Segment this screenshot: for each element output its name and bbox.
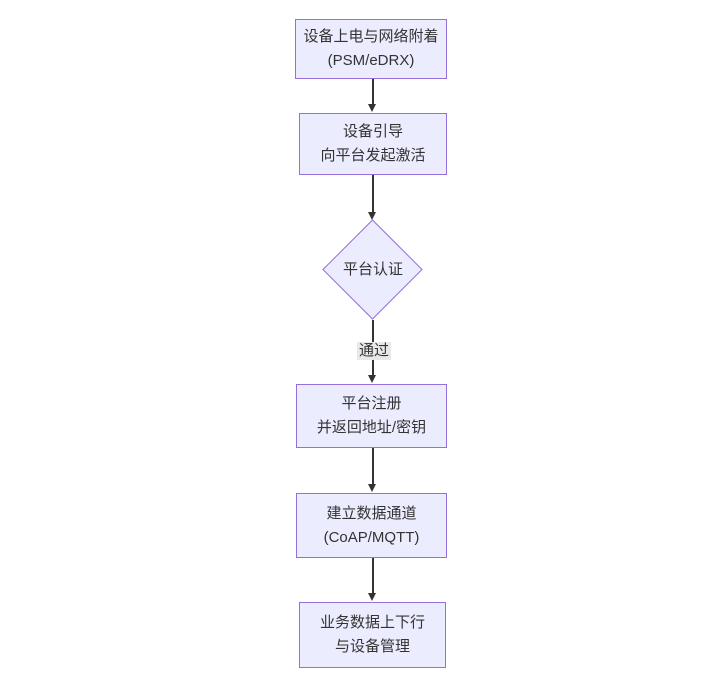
edge-register-to-channel-line	[372, 448, 374, 484]
node-register-line1: 平台注册	[341, 395, 402, 412]
node-data-channel-line1: 建立数据通道	[326, 504, 417, 522]
node-power-attach: 设备上电与网络附着 (PSM/eDRX)	[295, 19, 447, 79]
node-register-line2: 并返回地址/密钥	[316, 419, 427, 436]
edge-channel-to-business-line	[372, 558, 374, 593]
node-bootstrap-line1: 设备引导	[342, 123, 403, 140]
node-register: 平台注册 并返回地址/密钥	[296, 384, 447, 448]
edge-register-to-channel-arrowhead-icon	[368, 484, 376, 492]
node-power-attach-line2: (PSM/eDRX)	[327, 52, 415, 69]
node-business-line1: 业务数据上下行	[319, 614, 425, 631]
edge-auth-to-register-label: 通过	[357, 342, 392, 360]
edge-channel-to-business-arrowhead-icon	[368, 593, 376, 601]
node-business-line2: 与设备管理	[334, 638, 410, 655]
edge-bootstrap-to-auth-line	[372, 175, 374, 212]
node-platform-auth-label: 平台认证	[342, 261, 403, 278]
node-bootstrap: 设备引导 向平台发起激活	[299, 113, 447, 175]
node-data-channel-line2: (CoAP/MQTT)	[323, 528, 420, 546]
node-business: 业务数据上下行 与设备管理	[299, 602, 446, 668]
edge-power-to-bootstrap-line	[372, 79, 374, 105]
edge-power-to-bootstrap-arrowhead-icon	[368, 104, 376, 112]
node-bootstrap-line2: 向平台发起激活	[320, 147, 426, 164]
node-power-attach-line1: 设备上电与网络附着	[303, 28, 439, 45]
node-data-channel: 建立数据通道 (CoAP/MQTT)	[296, 493, 447, 558]
edge-bootstrap-to-auth-arrowhead-icon	[368, 212, 376, 220]
edge-auth-to-register-arrowhead-icon	[368, 375, 376, 383]
